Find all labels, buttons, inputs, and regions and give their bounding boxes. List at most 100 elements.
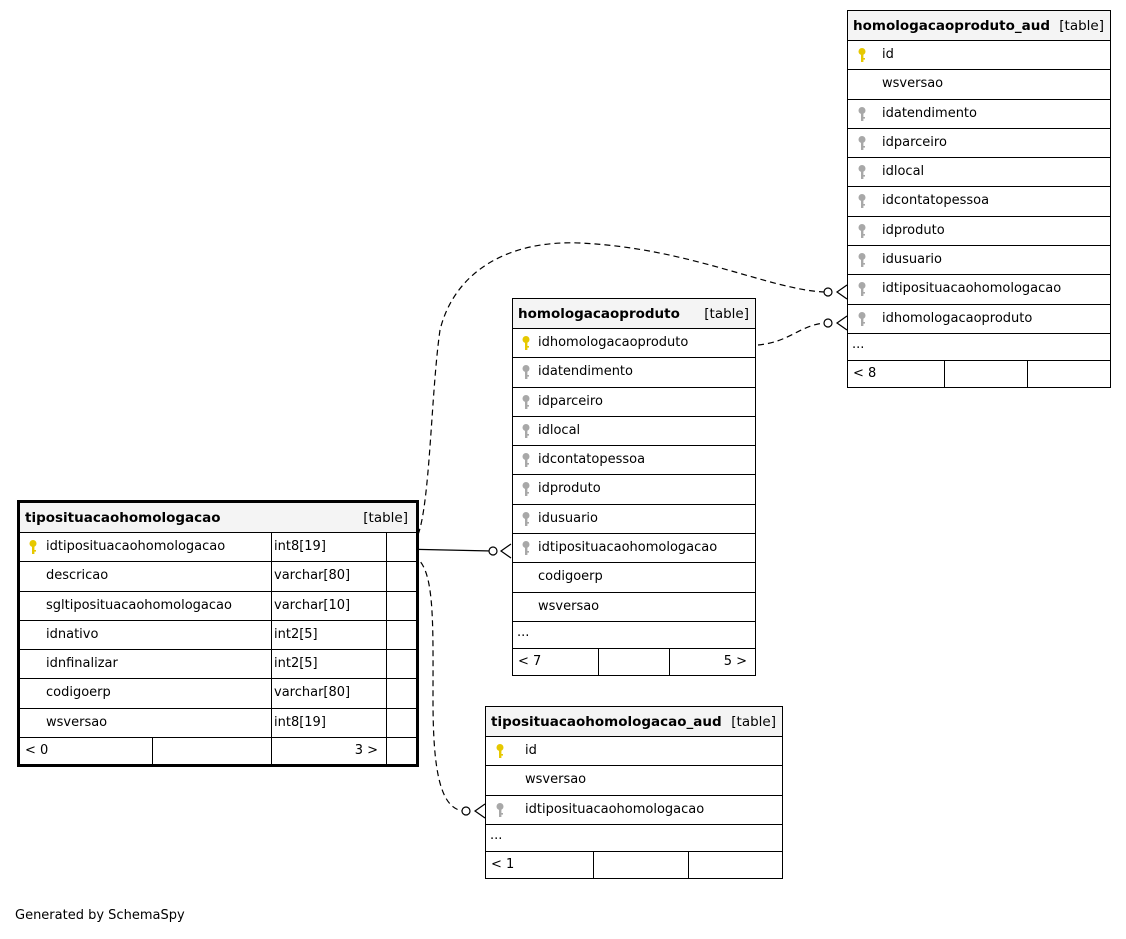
column-type: varchar[80] xyxy=(274,568,351,584)
edge-hp-to-hpa-circle xyxy=(823,318,833,328)
column-name: idhomologacaoproduto xyxy=(538,335,689,350)
parent-count: < 8 xyxy=(853,365,877,381)
foreign-key-icon xyxy=(521,452,531,468)
table-footer: < 7 5 > xyxy=(513,648,755,675)
column-name: idlocal xyxy=(538,422,581,438)
column-name: idtiposituacaohomologacao xyxy=(882,281,1062,297)
column-name: idtiposituacaohomologacao xyxy=(46,539,226,554)
column-list: id wsversao idatendimento idparceiro idlocal… xyxy=(848,41,1110,334)
column-row[interactable]: idatendimento xyxy=(848,100,1110,129)
more-columns: ... xyxy=(486,825,782,852)
column-row[interactable]: id xyxy=(486,737,782,767)
column-name: wsversao xyxy=(525,772,587,788)
more-columns: ... xyxy=(848,334,1110,361)
foreign-key-icon xyxy=(857,281,867,297)
column-type: int2[5] xyxy=(274,626,318,642)
table-footer: < 0 3 > xyxy=(20,738,416,765)
column-row[interactable]: wsversao xyxy=(848,70,1110,100)
column-row[interactable]: idparceiro xyxy=(848,129,1110,159)
column-row[interactable]: idparceiro xyxy=(513,388,755,417)
edge-hp-to-hpa-crow xyxy=(835,315,848,331)
column-row[interactable]: wsversao xyxy=(513,593,755,622)
column-row[interactable]: idtiposituacaohomologacao xyxy=(513,534,755,564)
foreign-key-icon xyxy=(857,252,867,268)
edge-tsh-to-hp-crow xyxy=(499,543,512,559)
column-row[interactable]: idtiposituacaohomologacao xyxy=(848,275,1110,305)
column-row[interactable]: idlocal xyxy=(513,417,755,447)
column-row[interactable]: idatendimento xyxy=(513,358,755,388)
column-type: int2[5] xyxy=(274,656,318,672)
foreign-key-icon xyxy=(857,193,867,209)
table-header: homologacaoproduto_aud [table] xyxy=(848,11,1110,41)
table-footer: < 1 xyxy=(486,851,782,878)
column-row[interactable]: codigoerp xyxy=(513,563,755,593)
column-name: idproduto xyxy=(882,222,945,238)
parent-count: < 7 xyxy=(518,653,542,669)
column-name: idtiposituacaohomologacao xyxy=(538,540,718,556)
column-row[interactable]: idusuario xyxy=(848,246,1110,276)
column-name: sgltiposituacaohomologacao xyxy=(46,597,232,613)
column-name: codigoerp xyxy=(538,569,603,585)
foreign-key-icon xyxy=(857,311,867,327)
column-name: idparceiro xyxy=(538,393,603,409)
edge-tsh-to-tsha xyxy=(412,555,464,812)
column-name: idatendimento xyxy=(882,105,977,121)
parent-count: < 1 xyxy=(491,856,515,872)
column-row[interactable]: idhomologacaoproduto xyxy=(513,329,755,359)
column-row[interactable]: idproduto xyxy=(848,217,1110,247)
column-row[interactable]: idusuario xyxy=(513,505,755,535)
table-tiposituacaohomologacao[interactable]: tiposituacaohomologacao [table] idtiposi… xyxy=(17,500,419,768)
primary-key-icon xyxy=(521,335,531,351)
column-name: codigoerp xyxy=(46,685,111,701)
column-name: idhomologacaoproduto xyxy=(882,310,1033,326)
foreign-key-icon xyxy=(521,394,531,410)
edge-tsh-to-hpa-crow xyxy=(835,284,848,300)
column-name: idnfinalizar xyxy=(46,656,118,672)
column-row[interactable]: wsversao xyxy=(486,766,782,796)
table-kind: [table] xyxy=(363,510,408,526)
column-row[interactable]: id xyxy=(848,41,1110,71)
table-header: tiposituacaohomologacao [table] xyxy=(20,503,416,533)
column-row[interactable]: idnfinalizar int2[5] xyxy=(20,650,416,680)
parent-count: < 0 xyxy=(25,743,49,759)
column-name: idtiposituacaohomologacao xyxy=(525,801,705,817)
column-name: idcontatopessoa xyxy=(882,193,990,209)
table-name: tiposituacaohomologacao xyxy=(25,510,221,526)
column-name: id xyxy=(882,47,894,62)
primary-key-icon xyxy=(495,743,505,759)
table-homologacaoproduto[interactable]: homologacaoproduto [table] idhomologacao… xyxy=(512,298,756,676)
more-columns: ... xyxy=(513,622,755,649)
column-name: idlocal xyxy=(882,164,925,180)
column-name: idnativo xyxy=(46,626,99,642)
column-row[interactable]: idproduto xyxy=(513,475,755,505)
table-kind: [table] xyxy=(1059,18,1104,34)
column-row[interactable]: idcontatopessoa xyxy=(513,446,755,476)
edge-tsh-to-hpa-circle xyxy=(823,287,833,297)
table-name: tiposituacaohomologacao_aud xyxy=(491,714,722,730)
column-row[interactable]: idnativo int2[5] xyxy=(20,620,416,651)
column-row[interactable]: idtiposituacaohomologacao xyxy=(486,796,782,825)
column-name: wsversao xyxy=(538,598,600,614)
edge-tsh-to-hp-circle xyxy=(488,546,498,556)
foreign-key-icon xyxy=(521,481,531,497)
column-name: idusuario xyxy=(538,510,598,526)
foreign-key-icon xyxy=(521,511,531,527)
column-name: idparceiro xyxy=(882,134,947,150)
column-row[interactable]: idhomologacaoproduto xyxy=(848,305,1110,334)
column-name: idproduto xyxy=(538,481,601,497)
column-row[interactable]: idcontatopessoa xyxy=(848,187,1110,217)
edge-tsh-to-tsha-circle xyxy=(461,806,471,816)
table-homologacaoproduto-aud[interactable]: homologacaoproduto_aud [table] id wsversa… xyxy=(847,10,1111,388)
column-list: id wsversao idtiposituacaohomologacao xyxy=(486,737,782,825)
foreign-key-icon xyxy=(857,135,867,151)
table-kind: [table] xyxy=(704,306,749,322)
column-row[interactable]: idlocal xyxy=(848,158,1110,188)
